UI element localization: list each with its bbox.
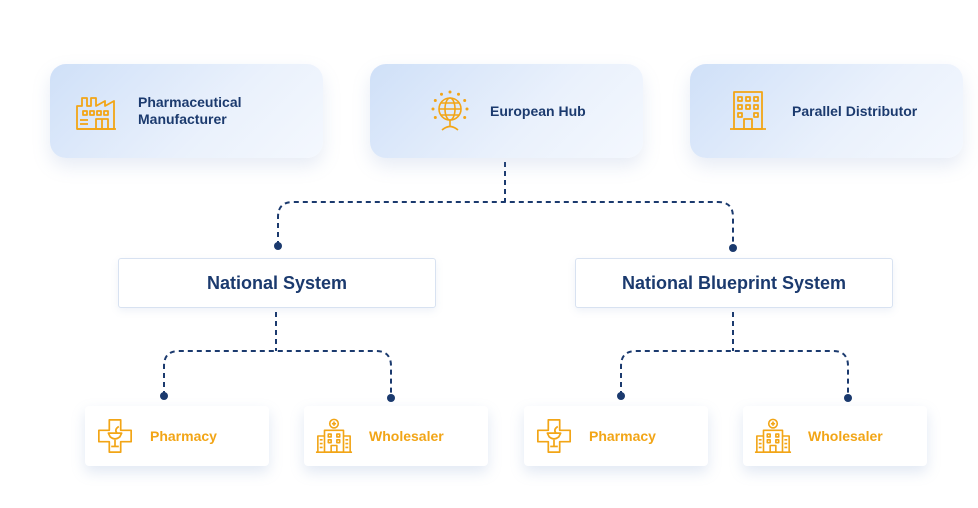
national-wholesaler-label: Wholesaler	[369, 428, 444, 444]
connector-dot	[729, 244, 737, 252]
connector-dot	[160, 392, 168, 400]
globe-icon	[431, 90, 469, 131]
national-system-box: National System	[118, 258, 436, 308]
connector-national-branch	[163, 350, 392, 396]
blueprint-wholesaler-label: Wholesaler	[808, 428, 883, 444]
national-pharmacy-label: Pharmacy	[150, 428, 217, 444]
national-system-label: National System	[206, 272, 348, 293]
pharmacy-cross-icon	[536, 418, 572, 454]
pharmacy-cross-icon	[97, 418, 133, 454]
connector-hub-branch	[277, 201, 734, 246]
connector-dot	[617, 392, 625, 400]
connector-dot	[387, 394, 395, 402]
connector-dot	[844, 394, 852, 402]
blueprint-system-label: National Blueprint System	[621, 272, 847, 293]
factory-icon	[76, 97, 116, 130]
leaf-national-pharmacy: Pharmacy	[85, 406, 269, 466]
card-parallel-distributor: Parallel Distributor	[690, 64, 963, 158]
hospital-building-icon	[754, 418, 792, 453]
connector-blueprint-branch	[620, 350, 849, 396]
blueprint-pharmacy-label: Pharmacy	[589, 428, 656, 444]
building-icon	[730, 91, 766, 130]
leaf-blueprint-wholesaler: Wholesaler	[743, 406, 927, 466]
distributor-label: Parallel Distributor	[792, 102, 918, 119]
card-pharmaceutical-manufacturer: Pharmaceutical Manufacturer	[50, 64, 323, 158]
national-blueprint-system-box: National Blueprint System	[575, 258, 893, 308]
card-european-hub: European Hub	[370, 64, 643, 158]
hospital-building-icon	[315, 418, 353, 453]
leaf-national-wholesaler: Wholesaler	[304, 406, 488, 466]
connector-dot	[274, 242, 282, 250]
manufacturer-label: Pharmaceutical Manufacturer	[138, 94, 242, 127]
hub-label: European Hub	[490, 102, 586, 119]
leaf-blueprint-pharmacy: Pharmacy	[524, 406, 708, 466]
